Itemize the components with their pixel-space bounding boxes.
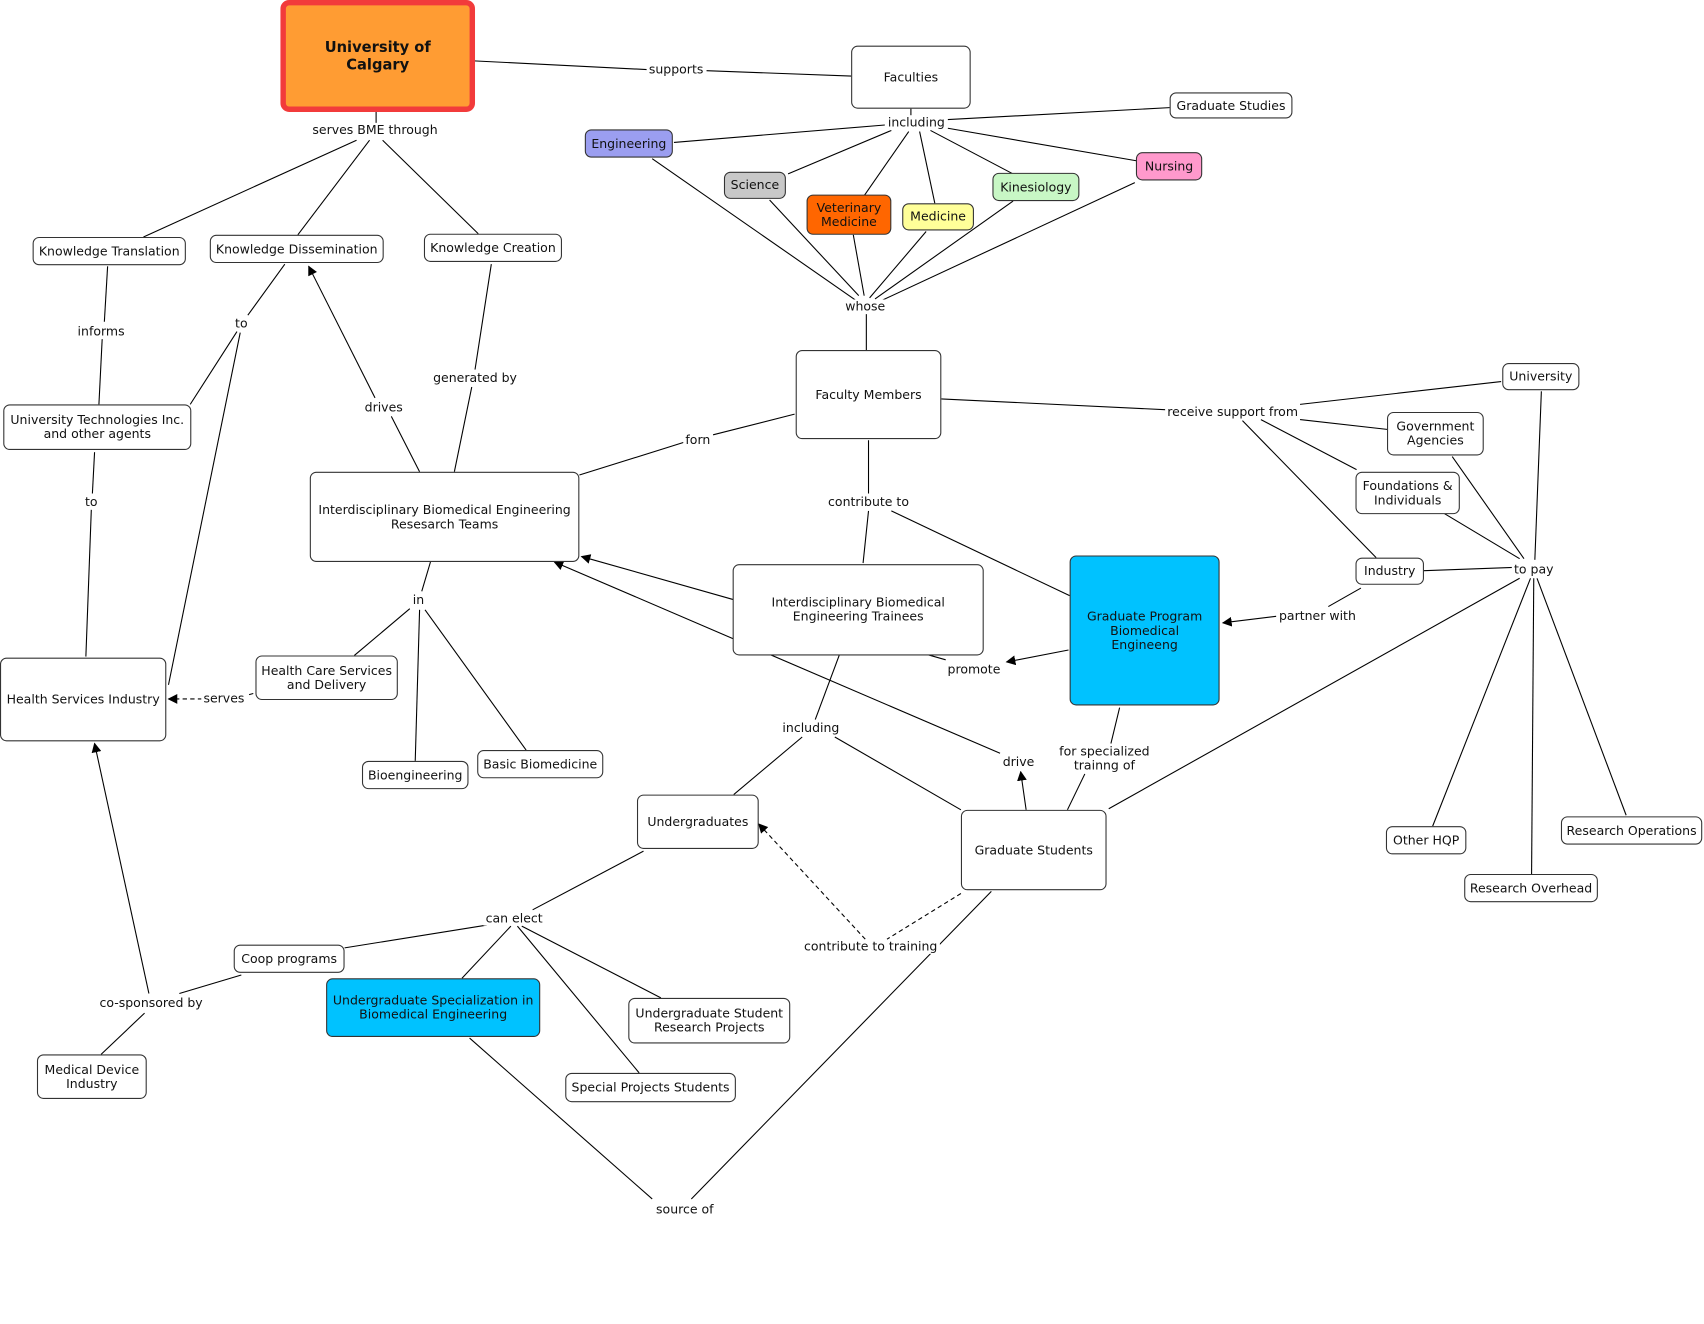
link-label-receive-support-from: receive support from [1165,404,1301,420]
knowledge-translation-node[interactable]: Knowledge Translation [32,236,186,266]
link-label-serves: serves [201,691,247,707]
undergraduates-node[interactable]: Undergraduates [636,794,759,849]
university-of-calgary-node[interactable]: University of Calgary [280,0,476,112]
link-label-informs: informs [75,324,127,339]
research-teams-node[interactable]: Interdisciplinary Biomedical Engineering… [309,471,580,562]
foundations-individuals-node[interactable]: Foundations & Individuals [1355,471,1460,515]
research-operations-node[interactable]: Research Operations [1560,816,1703,845]
health-care-services-node[interactable]: Health Care Services and Delivery [255,655,398,701]
link-label-contribute-to-training: contribute to training [801,939,940,954]
connection-lines [85,60,1627,1200]
nursing-node[interactable]: Nursing [1135,152,1203,181]
link-label-including-trainees: including [780,721,842,736]
link-label-drive: drive [1000,754,1037,770]
faculties-node[interactable]: Faculties [851,45,971,109]
link-label-to-uti: to [82,495,100,510]
link-label-partner-with: partner with [1276,609,1359,624]
link-label-including-faculties: including [885,115,947,130]
medicine-node[interactable]: Medicine [902,203,974,231]
science-node[interactable]: Science [723,171,786,199]
link-label-to-dissemination: to [232,316,250,331]
link-label-promote: promote [945,662,1003,677]
industry-node[interactable]: Industry [1355,557,1424,585]
kinesiology-node[interactable]: Kinesiology [992,172,1080,202]
link-label-forn: forn [683,433,713,448]
government-agencies-node[interactable]: Government Agencies [1387,411,1484,456]
special-projects-students-node[interactable]: Special Projects Students [565,1072,736,1103]
undergrad-research-projects-node[interactable]: Undergraduate Student Research Projects [628,997,791,1044]
trainees-node[interactable]: Interdisciplinary Biomedical Engineering… [732,564,984,656]
knowledge-creation-node[interactable]: Knowledge Creation [423,233,562,262]
link-label-source-of: source of [653,1202,716,1217]
link-label-in: in [410,592,427,608]
link-label-co-sponsored-by: co-sponsored by [97,996,205,1011]
coop-programs-node[interactable]: Coop programs [233,944,345,973]
faculty-members-node[interactable]: Faculty Members [795,350,942,440]
link-label-supports: supports [646,62,706,77]
research-overhead-node[interactable]: Research Overhead [1464,873,1598,903]
health-services-industry-node[interactable]: Health Services Industry [0,657,167,742]
link-label-whose: whose [843,299,888,314]
graduate-program-node[interactable]: Graduate Program Biomedical Engineeng [1069,555,1220,706]
link-label-to-pay: to pay [1511,562,1556,577]
knowledge-dissemination-node[interactable]: Knowledge Dissemination [209,234,384,264]
graduate-students-node[interactable]: Graduate Students [960,809,1107,891]
engineering-node[interactable]: Engineering [584,129,673,158]
university-funder-node[interactable]: University [1502,363,1580,391]
link-label-for-specialized-training: for specialized trainng of [1056,744,1152,773]
link-label-generated-by: generated by [430,371,520,386]
link-label-can-elect: can elect [483,911,545,926]
link-label-serves-bme-through: serves BME through [310,123,440,138]
veterinary-medicine-node[interactable]: Veterinary Medicine [806,194,892,235]
other-hqp-node[interactable]: Other HQP [1385,826,1467,855]
basic-biomedicine-node[interactable]: Basic Biomedicine [477,750,604,779]
undergrad-specialization-node[interactable]: Undergraduate Specialization in Biomedic… [326,978,541,1037]
medical-device-industry-node[interactable]: Medical Device Industry [36,1054,147,1099]
university-technologies-node[interactable]: University Technologies Inc. and other a… [3,404,192,451]
graduate-studies-node[interactable]: Graduate Studies [1169,92,1293,119]
link-label-drives: drives [362,400,405,415]
link-label-contribute-to: contribute to [825,495,912,510]
bioengineering-node[interactable]: Bioengineering [361,760,469,790]
